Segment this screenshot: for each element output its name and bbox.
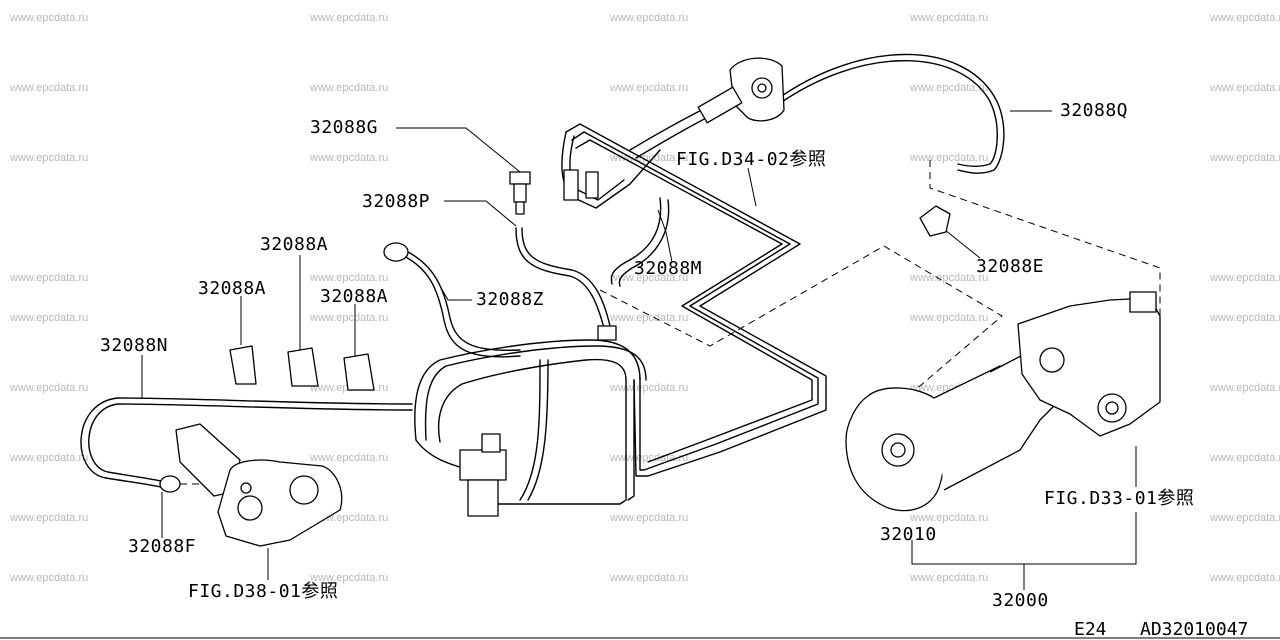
callout-32088Z: 32088Z [476,289,545,310]
watermark-text: www.epcdata.ru [1210,272,1280,284]
watermark-text: www.epcdata.ru [10,272,89,284]
watermark-text: www.epcdata.ru [10,452,89,464]
callout-32088P: 32088P [362,191,431,212]
watermark-text: www.epcdata.ru [610,512,689,524]
callout-32088Q: 32088Q [1060,100,1129,121]
watermark-text: www.epcdata.ru [10,12,89,24]
watermark-text: www.epcdata.ru [910,512,989,524]
clips-32088A [229,345,375,391]
watermark-text: www.epcdata.ru [910,312,989,324]
watermark-text: www.epcdata.ru [1210,12,1280,24]
watermark-text: www.epcdata.ru [1210,312,1280,324]
watermark-text: www.epcdata.ru [310,272,389,284]
watermark-text: www.epcdata.ru [10,382,89,394]
section-code: E24 [1074,619,1107,640]
watermark-text: www.epcdata.ru [910,572,989,584]
watermark-text: www.epcdata.ru [1210,382,1280,394]
leader-32000 [911,512,1137,565]
hose-32088Z [383,242,521,358]
callout-32088E: 32088E [976,256,1045,277]
watermark-text: www.epcdata.ru [910,12,989,24]
figure-reference-d38: FIG.D38-01参照 [188,581,339,602]
watermark-text: www.epcdata.ru [10,512,89,524]
watermark-text: www.epcdata.ru [610,12,689,24]
callout-32088M: 32088M [634,258,703,279]
cable-32088N [80,397,413,489]
illustration-id: AD32010047 [1140,619,1249,640]
callout-32088A-2: 32088A [198,278,267,299]
watermark-text: www.epcdata.ru [610,312,689,324]
leader-32088G [396,127,521,173]
callout-32088N: 32088N [100,335,169,356]
watermark-text: www.epcdata.ru [1210,572,1280,584]
watermark-text: www.epcdata.ru [310,12,389,24]
watermark-text: www.epcdata.ru [1210,452,1280,464]
valve-block [459,325,617,517]
callout-32010: 32010 [880,524,937,545]
watermark-text: www.epcdata.ru [10,82,89,94]
transfer-case [1017,291,1161,437]
figure-reference-d34: FIG.D34-02参照 [676,149,827,170]
leader-fig-d34 [747,167,757,207]
fitting-32088G [509,171,531,215]
callout-32000: 32000 [992,590,1049,611]
watermark-text: www.epcdata.ru [610,572,689,584]
watermark-text: www.epcdata.ru [10,312,89,324]
leader-32088P [444,200,517,227]
watermark-text: www.epcdata.ru [1210,152,1280,164]
main-pipe-bundle [414,91,827,505]
watermark-text: www.epcdata.ru [610,382,689,394]
figure-reference-d33: FIG.D33-01参照 [1044,488,1195,509]
master-cylinder [563,57,785,201]
watermark-text: www.epcdata.ru [1210,82,1280,94]
watermark-text: www.epcdata.ru [310,452,389,464]
watermark-text: www.epcdata.ru [310,312,389,324]
watermark-text: www.epcdata.ru [610,82,689,94]
watermark-text: www.epcdata.ru [310,152,389,164]
slave-cylinder-assembly [159,423,343,547]
watermark-text: www.epcdata.ru [10,572,89,584]
callout-32088A-3: 32088A [320,286,389,307]
watermark-text: www.epcdata.ru [610,272,689,284]
watermark-text: www.epcdata.ru [10,152,89,164]
clip-32088E [919,205,951,237]
watermark-text: www.epcdata.ru [1210,512,1280,524]
callout-32088F: 32088F [128,536,197,557]
watermark-text: www.epcdata.ru [310,82,389,94]
callout-32088G: 32088G [310,117,379,138]
watermark-text: www.epcdata.ru [910,272,989,284]
callout-32088A-1: 32088A [260,234,329,255]
watermark-text: www.epcdata.ru [310,572,389,584]
hose-32088P [515,227,611,329]
watermark-text: www.epcdata.ru [910,82,989,94]
cable-32088Q [775,53,1005,174]
transmission-32010 [845,345,1065,512]
